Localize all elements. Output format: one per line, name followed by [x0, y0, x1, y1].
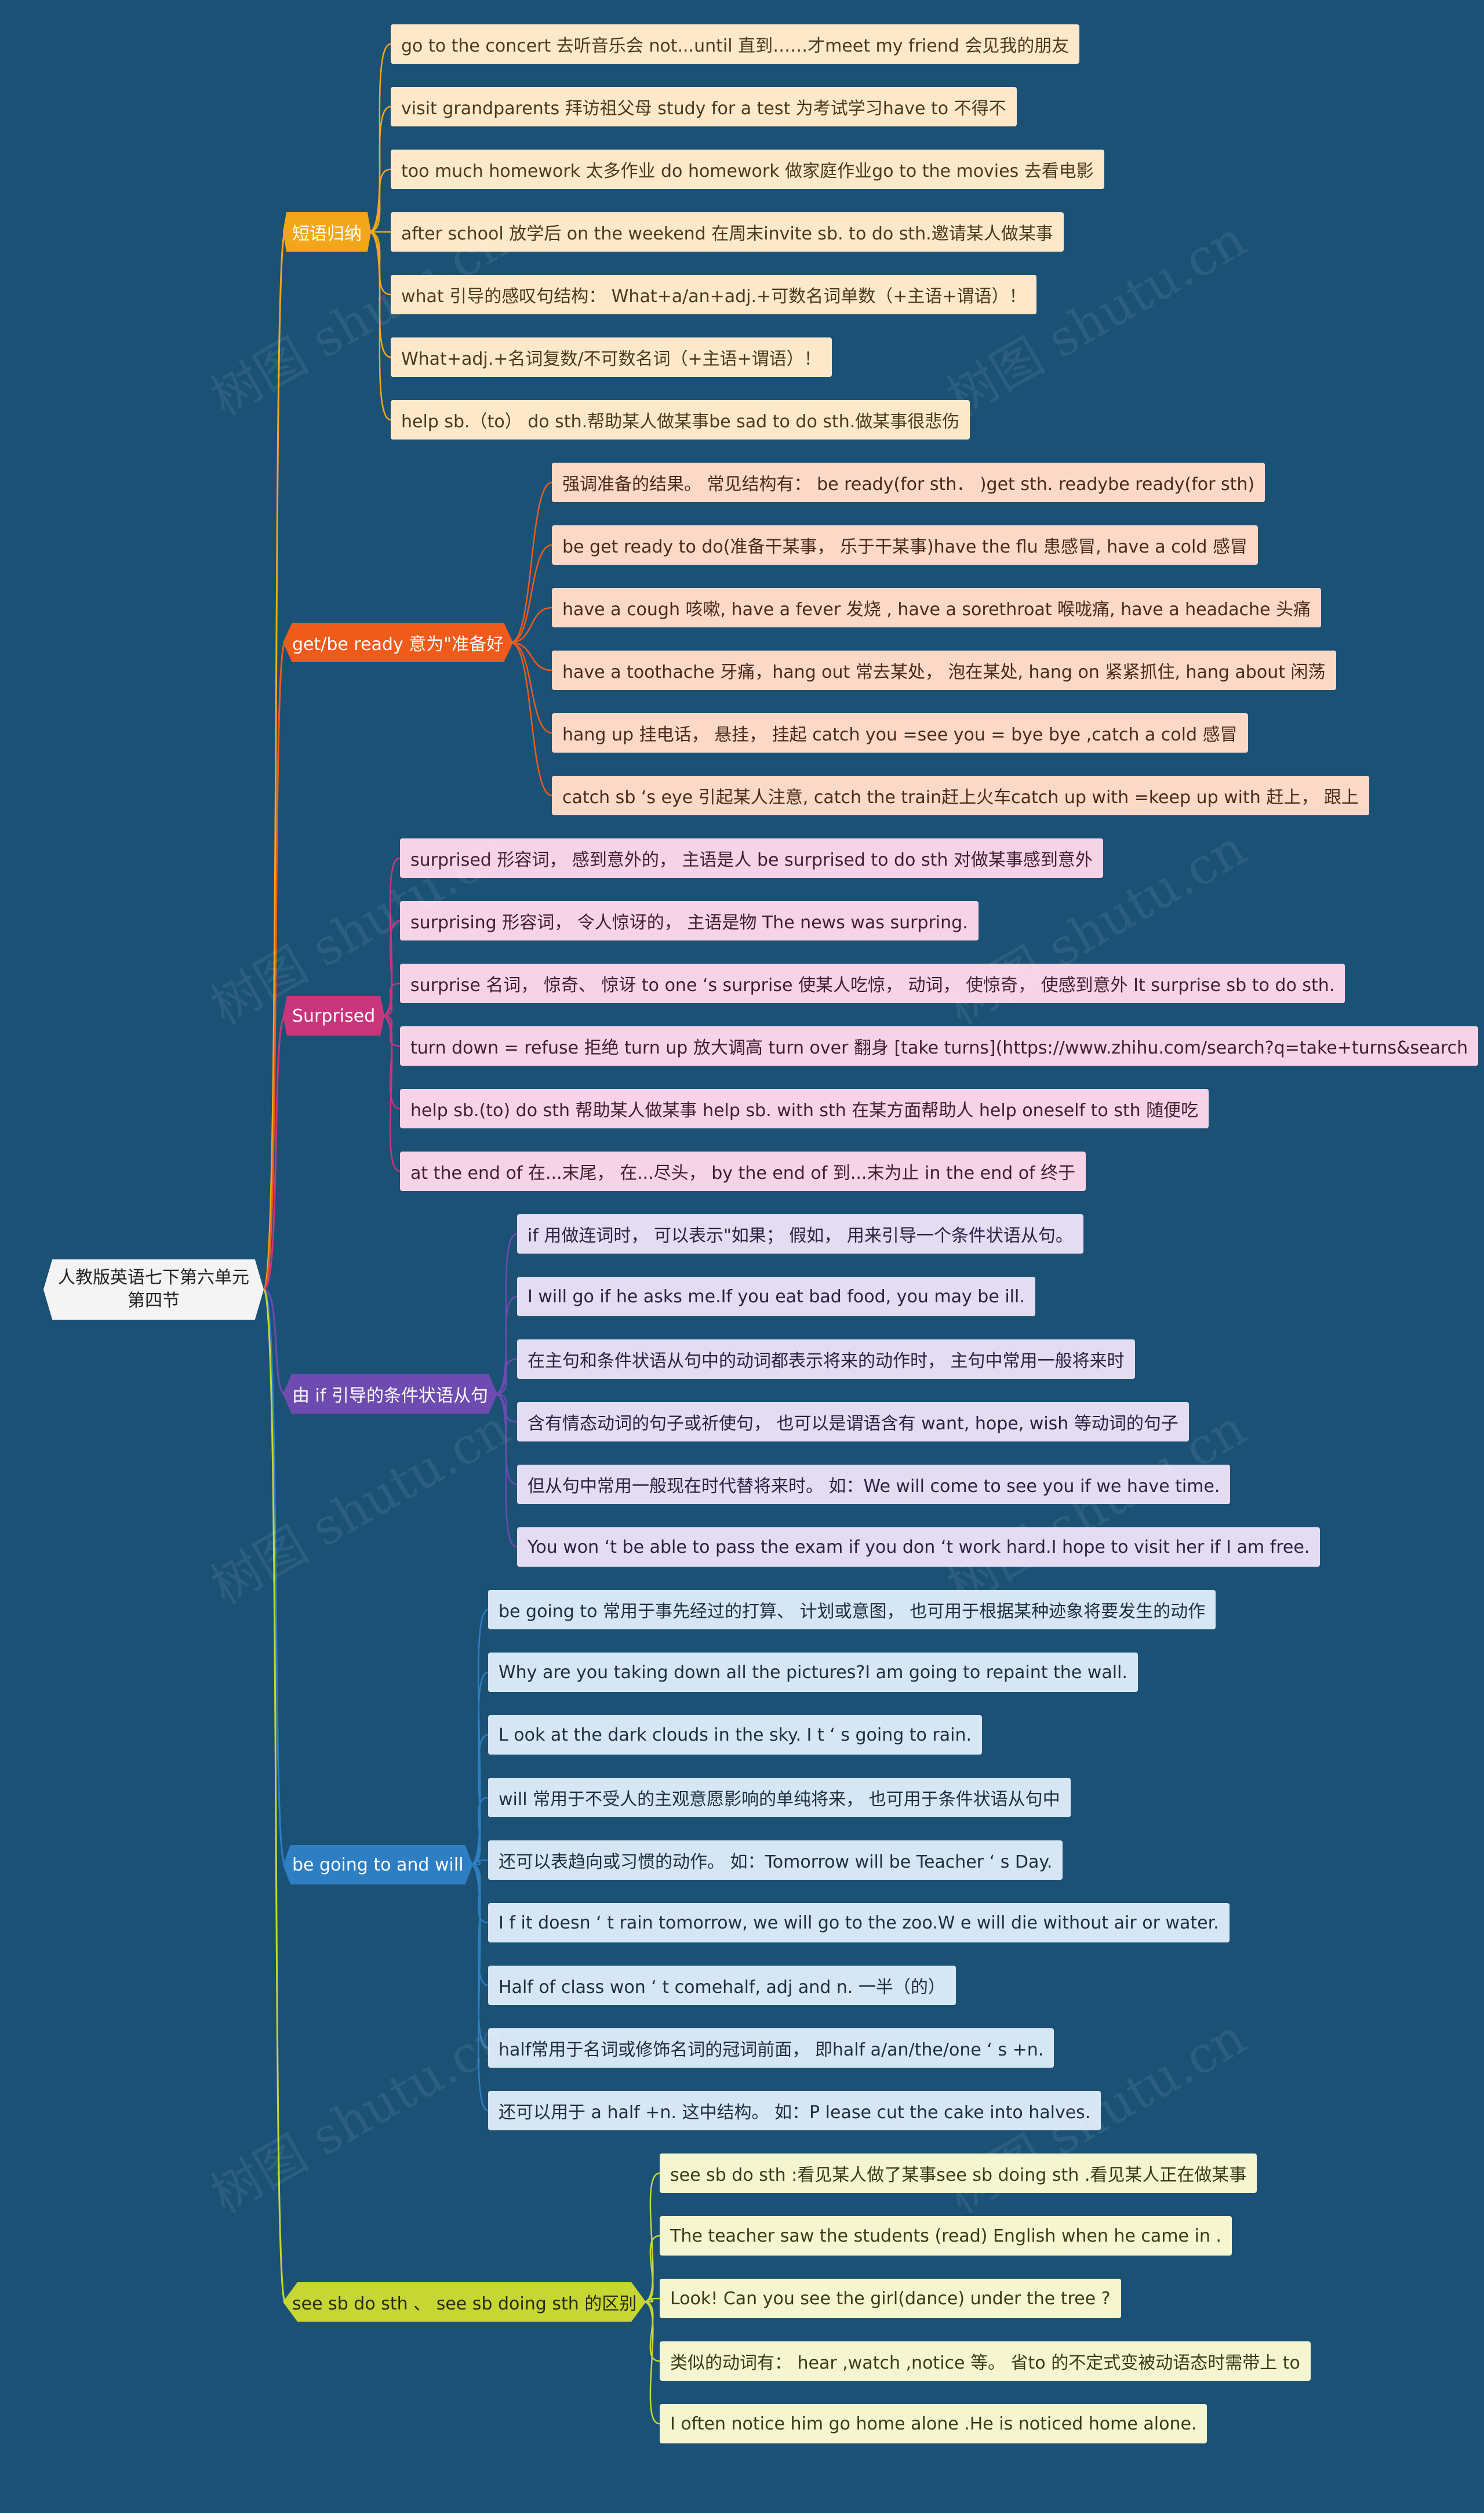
leaf-node[interactable]: at the end of 在...末尾， 在...尽头， by the end…: [400, 1152, 1086, 1191]
leaf-node[interactable]: 在主句和条件状语从句中的动词都表示将来的动作时， 主句中常用一般将来时: [517, 1339, 1135, 1379]
leaf-connector: [382, 1015, 401, 1110]
leaf-connector: [494, 1393, 518, 1423]
branch-node-6[interactable]: see sb do sth 、 see sb doing sth 的区别: [283, 2282, 646, 2322]
leaf-node[interactable]: half常用于名词或修饰名词的冠词前面， 即half a/an/the/one …: [488, 2028, 1054, 2068]
root-connector-4: [263, 1288, 286, 1395]
leaf-node[interactable]: 强调准备的结果。 常见结构有： be ready(for sth． )get s…: [552, 463, 1265, 502]
leaf-node[interactable]: Look! Can you see the girl(dance) under …: [660, 2279, 1121, 2318]
leaf-node[interactable]: Half of class won ‘ t comehalf, adj and …: [488, 1966, 956, 2005]
leaf-node[interactable]: what 引导的感叹句结构： What+a/an+adj.+可数名词单数（+主语…: [391, 275, 1037, 314]
leaf-node[interactable]: 还可以用于 a half +n. 这中结构。 如：P lease cut the…: [488, 2091, 1101, 2130]
leaf-connector: [643, 2301, 660, 2425]
leaf-node[interactable]: I will go if he asks me.If you eat bad f…: [517, 1277, 1035, 1316]
leaf-node[interactable]: 但从句中常用一般现在时代替将来时。 如：We will come to see …: [517, 1465, 1231, 1504]
leaf-node[interactable]: 类似的动词有： hear ,watch ,notice 等。 省to 的不定式变…: [660, 2341, 1311, 2381]
leaf-connector: [470, 1796, 489, 1866]
root-connector-3: [263, 1015, 286, 1291]
leaf-node[interactable]: turn down = refuse 拒绝 turn up 放大调高 turn …: [400, 1026, 1479, 1066]
leaf-node[interactable]: will 常用于不受人的主观意愿影响的单纯将来， 也可用于条件状语从句中: [488, 1778, 1071, 1817]
leaf-connector: [382, 920, 401, 1017]
leaf-node[interactable]: too much homework 太多作业 do homework 做家庭作业…: [391, 150, 1104, 189]
leaf-node[interactable]: You won ‘t be able to pass the exam if y…: [517, 1527, 1321, 1567]
leaf-connector: [494, 1295, 518, 1395]
leaf-node[interactable]: go to the concert 去听音乐会 not...until 直到………: [391, 24, 1080, 64]
leaf-node[interactable]: I f it doesn ‘ t rain tomorrow, we will …: [488, 1903, 1230, 1942]
root-connector-5: [263, 1288, 286, 1866]
leaf-node[interactable]: catch sb ‘s eye 引起某人注意, catch the train赶…: [552, 776, 1369, 815]
root-connector-2: [263, 641, 286, 1291]
leaf-node[interactable]: 还可以表趋向或习惯的动作。 如：Tomorrow will be Teacher…: [488, 1840, 1063, 1880]
leaf-connector: [368, 168, 391, 233]
leaf-node[interactable]: surprised 形容词， 感到意外的， 主语是人 be surprised …: [400, 838, 1103, 878]
leaf-node[interactable]: I often notice him go home alone .He is …: [660, 2404, 1207, 2443]
leaf-node[interactable]: help sb.(to) do sth 帮助某人做某事 help sb. wit…: [400, 1089, 1209, 1128]
leaf-node[interactable]: surprise 名词， 惊奇、 惊讶 to one ‘s surprise 使…: [400, 964, 1345, 1003]
leaf-connector: [510, 641, 552, 734]
leaf-connector: [511, 607, 552, 644]
leaf-connector: [470, 1864, 489, 1987]
leaf-node[interactable]: L ook at the dark clouds in the sky. I t…: [488, 1715, 983, 1755]
leaf-node[interactable]: have a cough 咳嗽, have a fever 发烧 , have …: [552, 588, 1321, 627]
leaf-node[interactable]: have a toothache 牙痛，hang out 常去某处， 泡在某处,…: [552, 651, 1336, 690]
leaf-connector: [643, 2297, 660, 2303]
branch-node-2[interactable]: get/be ready 意为"准备好: [283, 623, 514, 662]
leaf-connector: [494, 1358, 518, 1395]
leaf-node[interactable]: after school 放学后 on the weekend 在周末invit…: [391, 212, 1064, 252]
branch-node-3[interactable]: Surprised: [283, 996, 385, 1036]
leaf-node[interactable]: surprising 形容词， 令人惊讶的， 主语是物 The news was…: [400, 901, 979, 940]
leaf-connector: [381, 1015, 401, 1172]
leaf-connector: [470, 1734, 489, 1866]
branch-node-4[interactable]: 由 if 引导的条件状语从句: [283, 1374, 497, 1414]
leaf-node[interactable]: see sb do sth :看见某人做了某事see sb doing sth …: [660, 2154, 1257, 2193]
leaf-connector: [511, 641, 552, 671]
branch-node-1[interactable]: 短语归纳: [283, 212, 371, 252]
leaf-connector: [470, 1864, 489, 2112]
root-connector-6: [263, 1288, 286, 2303]
leaf-connector: [470, 1859, 489, 1866]
leaf-connector: [368, 106, 391, 233]
leaf-node[interactable]: Why are you taking down all the pictures…: [488, 1653, 1138, 1692]
root-connector-1: [263, 231, 286, 1291]
leaf-connector: [643, 2301, 660, 2362]
leaf-node[interactable]: help sb.（to） do sth.帮助某人做某事be sad to do …: [391, 400, 970, 440]
leaf-connector: [382, 982, 401, 1017]
leaf-connector: [510, 641, 552, 797]
branch-node-5[interactable]: be going to and will: [283, 1845, 473, 1884]
leaf-connector: [510, 544, 552, 644]
leaf-node[interactable]: 含有情态动词的句子或祈使句， 也可以是谓语含有 want, hope, wish…: [517, 1402, 1189, 1441]
leaf-connector: [494, 1393, 518, 1548]
leaf-connector: [470, 1671, 489, 1866]
leaf-connector: [643, 2172, 660, 2303]
leaf-node[interactable]: The teacher saw the students (read) Engl…: [660, 2216, 1232, 2256]
leaf-node[interactable]: What+adj.+名词复数/不可数名词（+主语+谓语）！: [391, 337, 832, 377]
leaf-node[interactable]: hang up 挂电话， 悬挂， 挂起 catch you =see you =…: [552, 713, 1248, 753]
leaf-connector: [494, 1233, 518, 1395]
leaf-node[interactable]: be going to 常用于事先经过的打算、 计划或意图， 也可用于根据某种迹…: [488, 1590, 1216, 1629]
leaf-node[interactable]: be get ready to do(准备干某事， 乐于干某事)have the…: [552, 525, 1258, 565]
leaf-connector: [368, 231, 391, 421]
leaf-connector: [510, 481, 552, 644]
leaf-node[interactable]: if 用做连词时， 可以表示"如果； 假如， 用来引导一个条件状语从句。: [517, 1214, 1083, 1254]
root-node[interactable]: 人教版英语七下第六单元第四节: [43, 1259, 264, 1320]
leaf-node[interactable]: visit grandparents 拜访祖父母 study for a tes…: [391, 87, 1017, 126]
